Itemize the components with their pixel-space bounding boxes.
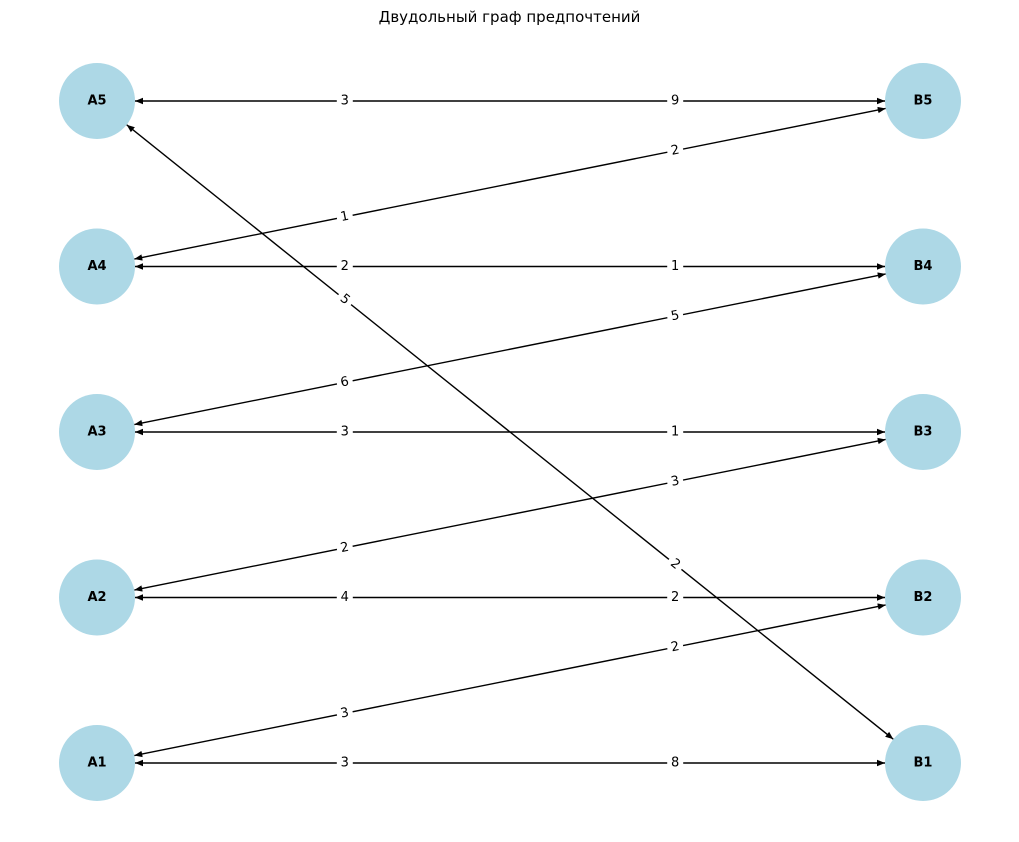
edge-weight-A2-B2-a: 4 [336, 588, 353, 607]
node-B1: B1 [885, 725, 961, 801]
edge-weight-A3-B3-b-text: 1 [671, 425, 679, 440]
edge-weight-A2-B3-a-text: 2 [339, 540, 350, 556]
edge-weight-A2-B3-b-text: 3 [670, 473, 681, 489]
node-A3-label: A3 [87, 425, 106, 440]
node-A5-circle [59, 63, 135, 139]
edge-weight-A2-B3-a: 2 [335, 537, 355, 559]
node-B2: B2 [885, 559, 961, 636]
edge-weight-A1-B1-a-text: 3 [341, 756, 349, 771]
edge-weight-A5-B1-a: 5 [332, 287, 357, 312]
edge-weight-A4-B5-a-text: 1 [339, 209, 350, 225]
node-A3: A3 [59, 394, 135, 470]
edge-weight-A4-B4-b-text: 1 [671, 259, 679, 274]
node-B4-circle [885, 228, 961, 305]
node-A1-label: A1 [87, 756, 106, 771]
edge-weight-A3-B3-b: 1 [667, 423, 684, 441]
edge-weight-A5-B5-a-text: 3 [341, 94, 349, 109]
node-A4-label: A4 [87, 259, 106, 274]
edge-weight-A5-B5-b-text: 9 [671, 94, 679, 109]
node-B2-circle [885, 559, 961, 636]
edge-weight-A1-B2-a: 3 [335, 702, 355, 724]
edge-weight-A1-B2-b: 2 [665, 636, 685, 658]
node-B5-circle [885, 63, 961, 139]
node-A4-circle [59, 228, 135, 305]
node-B2-label: B2 [914, 590, 933, 605]
edge-weight-A1-B2-b-text: 2 [670, 639, 681, 655]
edge-weight-A4-B4-b: 1 [667, 257, 684, 276]
node-B1-label: B1 [914, 756, 933, 771]
edge-weight-A1-B1-b: 8 [667, 754, 684, 772]
edge-weights-layer: 3 9 1 2 2 1 6 5 3 1 2 3 4 2 3 2 3 8 5 2 [332, 92, 688, 772]
edge-weight-A5-B1-b: 2 [663, 552, 688, 577]
edge-weight-A3-B3-a-text: 3 [341, 425, 349, 440]
edge-A2-B3 [134, 437, 886, 592]
edge-A4-B5 [134, 106, 886, 261]
edge-weight-A3-B4-a: 6 [335, 371, 355, 393]
edge-weight-A2-B2-a-text: 4 [341, 590, 349, 605]
node-B3-label: B3 [914, 425, 933, 440]
node-B3: B3 [885, 394, 961, 470]
edge-weight-A2-B2-b: 2 [667, 588, 684, 607]
edge-weight-A3-B3-a: 3 [336, 423, 353, 441]
node-A2: A2 [59, 559, 135, 636]
edge-weight-A3-B4-b: 5 [665, 305, 685, 327]
edge-weight-A2-B2-b-text: 2 [671, 590, 679, 605]
node-A3-circle [59, 394, 135, 470]
edge-weight-A4-B5-a: 1 [335, 206, 355, 228]
edges-layer [126, 97, 894, 767]
edge-weight-A3-B4-b-text: 5 [670, 308, 681, 324]
edge-weight-A1-B2-a-text: 3 [339, 705, 350, 721]
edge-A5-B1 [126, 124, 894, 740]
node-B3-circle [885, 394, 961, 470]
node-A1: A1 [59, 725, 135, 801]
node-B4-label: B4 [914, 259, 933, 274]
node-B5: B5 [885, 63, 961, 139]
edge-weight-A4-B5-b-text: 2 [670, 142, 681, 158]
edge-A3-B4 [134, 272, 886, 427]
graph-title: Двудольный граф предпочтений [378, 8, 641, 26]
node-B1-circle [885, 725, 961, 801]
node-B4: B4 [885, 228, 961, 305]
edge-weight-A4-B5-b: 2 [665, 140, 685, 162]
edge-weight-A4-B4-a: 2 [336, 257, 353, 276]
edge-A1-B2 [134, 603, 886, 758]
node-B5-label: B5 [914, 94, 933, 109]
edge-weight-A1-B1-b-text: 8 [671, 756, 679, 771]
node-A1-circle [59, 725, 135, 801]
edge-weight-A2-B3-b: 3 [665, 471, 685, 493]
edge-weight-A1-B1-a: 3 [336, 754, 353, 772]
edge-weight-A5-B5-a: 3 [336, 92, 353, 110]
edge-weight-A3-B4-a-text: 6 [339, 374, 350, 390]
node-A5-label: A5 [87, 94, 106, 109]
node-A5: A5 [59, 63, 135, 139]
node-A2-circle [59, 559, 135, 636]
edge-weight-A4-B4-a-text: 2 [341, 259, 349, 274]
node-A4: A4 [59, 228, 135, 305]
edge-weight-A5-B5-b: 9 [667, 92, 684, 110]
node-A2-label: A2 [87, 590, 106, 605]
